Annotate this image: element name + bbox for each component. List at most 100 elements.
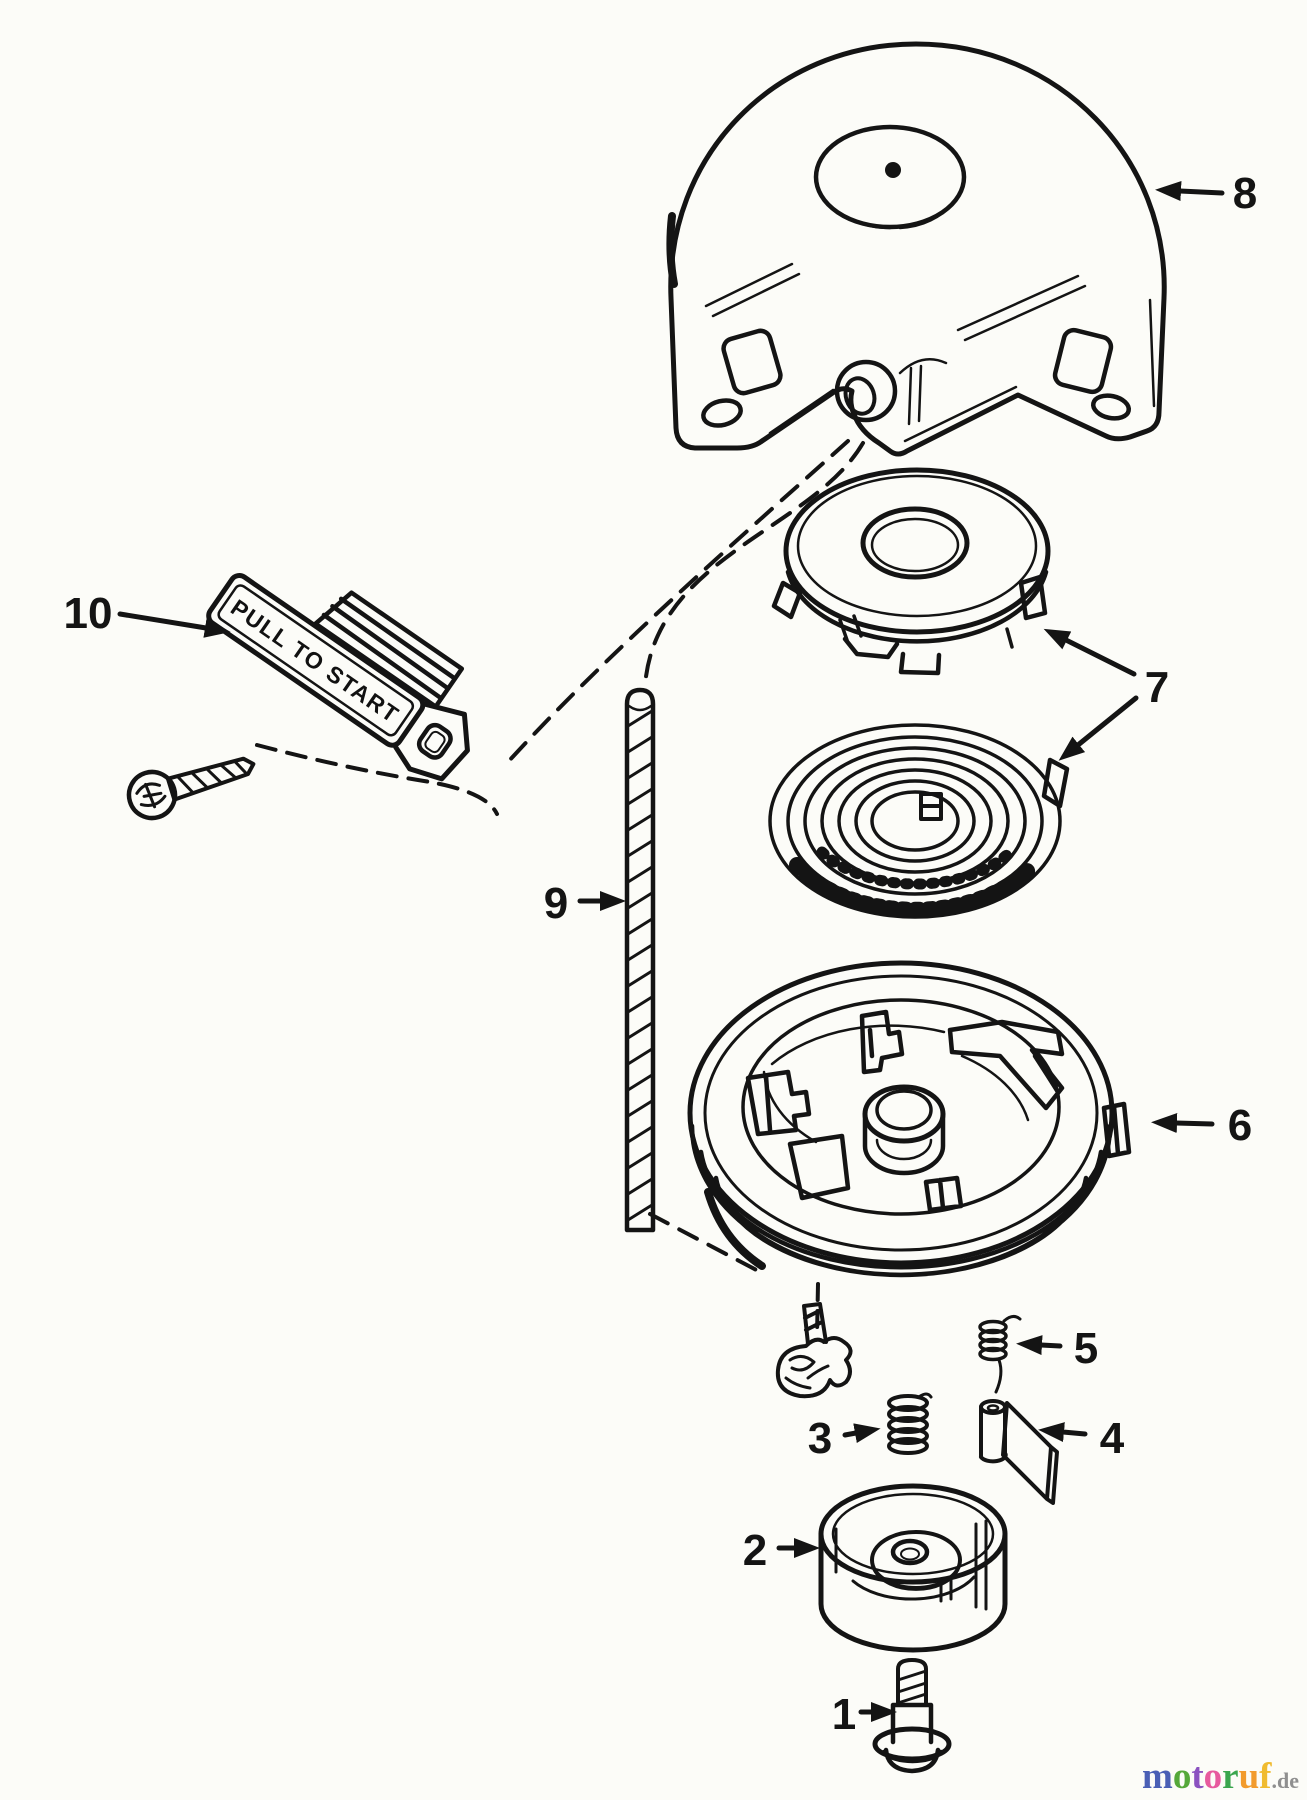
pulley-face-arcs — [762, 1024, 1030, 1144]
spring-loop — [978, 1346, 1008, 1362]
part-2-cup — [818, 1483, 1008, 1653]
starter-pulley — [687, 960, 1132, 1278]
bolt-base — [881, 1747, 944, 1774]
bolt-shoulder — [890, 1702, 934, 1745]
cup-hub — [870, 1530, 962, 1590]
callout-9: 9 — [544, 879, 626, 928]
rope-knot — [775, 1302, 853, 1399]
spring-cover-center-hole-echo — [870, 517, 960, 573]
cup-center-hole-inner — [900, 1547, 920, 1561]
assembly-dashed-line-rope-loop — [255, 743, 499, 816]
handle-end-cap — [393, 701, 470, 782]
housing-left-seam — [666, 212, 678, 288]
spring-hook — [917, 1392, 933, 1399]
handle-screw — [126, 756, 256, 821]
spring-cover-center-hole — [860, 506, 970, 580]
part-5-label: 5 — [1074, 1324, 1098, 1373]
callout-6: 6 — [1151, 1101, 1252, 1150]
rope-outline — [624, 687, 656, 1233]
leader-arrow-3 — [842, 1423, 881, 1444]
callout-4: 4 — [1038, 1414, 1125, 1463]
housing-recess-echo-arcs — [822, 198, 956, 230]
assembly-dashed-line-rope-to-pulley — [648, 1212, 766, 1276]
part-2-label: 2 — [743, 1526, 767, 1575]
part-4-pawl — [979, 1399, 1059, 1505]
callout-7: 7 — [1043, 628, 1169, 761]
part-3-label: 3 — [808, 1414, 832, 1463]
rope-top-cap — [627, 704, 653, 712]
pulley-hub-wall — [862, 1111, 946, 1176]
knot-outline — [775, 1336, 853, 1399]
spring-coil — [854, 779, 976, 863]
callout-10: 10 — [64, 589, 231, 638]
part-6-label: 6 — [1228, 1101, 1252, 1150]
leader-arrow-6 — [1151, 1113, 1215, 1134]
callout-1: 1 — [832, 1690, 897, 1739]
spring-loop — [978, 1328, 1008, 1344]
knot-rope-stub — [802, 1302, 828, 1346]
callout-5: 5 — [1016, 1324, 1098, 1373]
housing-crease-lines — [704, 262, 1156, 443]
part-9-label: 9 — [544, 879, 568, 928]
spring-coil-hatching — [789, 857, 1041, 918]
cup-wall — [818, 1531, 1008, 1653]
spring-loop — [887, 1394, 929, 1412]
watermark-letter: t — [1191, 1756, 1204, 1797]
watermark-letter: o — [1173, 1756, 1192, 1797]
watermark-letter: o — [1204, 1756, 1223, 1797]
housing-left-square-hole — [721, 328, 783, 396]
screw-head — [126, 769, 178, 821]
starter-handle: PULL TO START — [206, 573, 470, 782]
cup-face-arc — [851, 1575, 976, 1601]
spring-outer-hook — [1041, 757, 1070, 809]
leader-arrow-5 — [1016, 1335, 1063, 1356]
spring-cover-outer-rim — [783, 467, 1051, 635]
handle-label: PULL TO START — [226, 594, 404, 728]
pulley-pawl-brackets — [745, 1009, 1132, 1213]
leader-arrow-4 — [1038, 1422, 1088, 1443]
part-7-label: 7 — [1145, 663, 1169, 712]
pulley-outer-rim — [687, 960, 1115, 1266]
part-3-spring — [887, 1392, 933, 1455]
cup-center-hole — [890, 1538, 930, 1566]
housing-outline — [668, 41, 1167, 457]
spring-hook — [1002, 1314, 1022, 1323]
spring-coil — [870, 790, 960, 852]
spring-cover — [771, 467, 1051, 676]
spring-coil — [837, 768, 993, 874]
housing-left-oval-hole — [701, 398, 743, 428]
callout-2: 2 — [743, 1526, 820, 1575]
leader-arrow-10 — [117, 611, 231, 638]
part-8-label: 8 — [1233, 169, 1257, 218]
callouts: 10 8 7 9 6 5 — [64, 169, 1258, 1739]
watermark-letter: r — [1222, 1756, 1238, 1797]
cup-wall-slots — [834, 1519, 988, 1611]
callout-3: 3 — [808, 1414, 881, 1463]
leader-arrow-8 — [1155, 181, 1225, 202]
screw-head-detail — [135, 782, 167, 809]
spring-tail-wire — [994, 1358, 1003, 1394]
rope-guide-bushing — [834, 359, 898, 423]
pulley-hub-wall-inner — [875, 1138, 933, 1161]
recoil-housing — [666, 41, 1167, 457]
housing-right-oval-hole — [1090, 393, 1132, 421]
part-1-bolt — [872, 1658, 952, 1774]
watermark-motoruf[interactable]: motoruf.de — [1142, 1756, 1299, 1797]
knot-detail — [784, 1355, 830, 1390]
assembly-dashed-line-rope — [643, 441, 865, 688]
pulley-shade-arc — [704, 1188, 766, 1270]
watermark-letter: u — [1239, 1756, 1260, 1797]
part-10-label: 10 — [64, 589, 113, 638]
leader-arrow-7-spring — [1058, 695, 1139, 761]
watermark-letter: m — [1142, 1756, 1173, 1797]
rope-guide-hole — [843, 376, 877, 416]
pulley-groove-arcs — [689, 1123, 1113, 1278]
bolt-threaded-stud — [896, 1658, 928, 1707]
housing-center-hole — [885, 162, 901, 178]
spring-loop — [978, 1337, 1008, 1353]
spring-inner-hook — [919, 792, 943, 821]
handle-grip-ribs — [313, 590, 465, 709]
part-4-label: 4 — [1100, 1414, 1125, 1463]
